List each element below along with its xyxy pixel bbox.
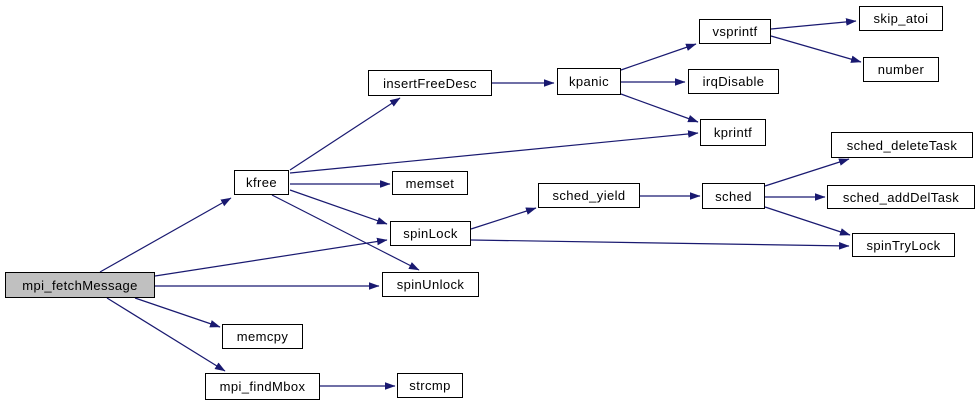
graph-node-label: skip_atoi (873, 11, 929, 26)
graph-node-label: sched_yield (552, 188, 626, 203)
graph-node-sched_deleteTask[interactable]: sched_deleteTask (831, 132, 973, 158)
graph-node-vsprintf[interactable]: vsprintf (699, 19, 771, 44)
graph-node-kprintf[interactable]: kprintf (700, 119, 766, 146)
graph-node-irqDisable[interactable]: irqDisable (688, 69, 779, 94)
graph-node-label: spinLock (403, 226, 458, 241)
graph-node-number[interactable]: number (863, 57, 939, 82)
graph-node-label: memcpy (236, 329, 289, 344)
graph-node-spinUnlock[interactable]: spinUnlock (382, 272, 479, 297)
graph-node-label: mpi_findMbox (219, 379, 306, 394)
graph-node-spinLock[interactable]: spinLock (390, 221, 471, 246)
edge-kfree-to-kprintf (289, 130, 699, 174)
graph-node-memset[interactable]: memset (392, 171, 468, 195)
graph-node-label: insertFreeDesc (383, 75, 477, 91)
graph-node-label: strcmp (409, 378, 451, 393)
graph-node-memcpy[interactable]: memcpy (222, 324, 303, 349)
edge-kpanic-to-vsprintf (620, 43, 697, 71)
graph-node-mpi_fetchMessage[interactable]: mpi_fetchMessage (5, 272, 155, 298)
edge-sched-to-spinTryLock (764, 206, 851, 236)
graph-node-label: kprintf (713, 125, 753, 140)
edge-vsprintf-to-skip_atoi (770, 18, 857, 30)
edge-mpi_fetchMessage-to-spinLock (154, 237, 388, 277)
graph-node-mpi_findMbox[interactable]: mpi_findMbox (205, 373, 320, 400)
graph-node-skip_atoi[interactable]: skip_atoi (859, 6, 943, 31)
edge-mpi_fetchMessage-to-mpi_findMbox (106, 297, 226, 372)
graph-node-label: sched (715, 188, 752, 204)
graph-node-label: kfree (246, 175, 277, 190)
edge-mpi_fetchMessage-to-memcpy (134, 297, 221, 328)
edge-sched-to-sched_deleteTask (764, 158, 850, 187)
graph-node-label: irqDisable (702, 74, 765, 89)
graph-node-sched[interactable]: sched (702, 183, 765, 209)
edge-mpi_fetchMessage-to-kfree (99, 197, 232, 273)
graph-node-label: memset (405, 175, 455, 191)
edge-spinLock-to-sched_yield (470, 207, 537, 230)
edge-spinLock-to-spinTryLock (470, 239, 850, 250)
edge-kpanic-to-kprintf (620, 93, 699, 123)
edge-vsprintf-to-number (770, 35, 862, 63)
edge-kfree-to-spinLock (289, 189, 388, 225)
graph-node-label: sched_deleteTask (846, 137, 958, 153)
graph-node-label: sched_addDelTask (842, 189, 960, 205)
graph-node-label: vsprintf (712, 24, 758, 39)
graph-node-sched_addDelTask[interactable]: sched_addDelTask (827, 185, 975, 209)
graph-node-insertFreeDesc[interactable]: insertFreeDesc (368, 70, 492, 96)
graph-node-spinTryLock[interactable]: spinTryLock (852, 233, 955, 257)
graph-node-label: kpanic (569, 74, 609, 89)
graph-node-label: mpi_fetchMessage (22, 277, 138, 293)
graph-node-strcmp[interactable]: strcmp (397, 373, 463, 398)
graph-node-label: spinUnlock (396, 277, 465, 292)
graph-node-kpanic[interactable]: kpanic (557, 68, 621, 95)
graph-node-label: spinTryLock (866, 237, 941, 253)
edge-kfree-to-insertFreeDesc (289, 97, 401, 171)
graph-node-kfree[interactable]: kfree (234, 170, 289, 195)
graph-node-sched_yield[interactable]: sched_yield (538, 183, 640, 208)
edge-kfree-to-spinUnlock (271, 194, 420, 271)
graph-node-label: number (877, 62, 925, 77)
